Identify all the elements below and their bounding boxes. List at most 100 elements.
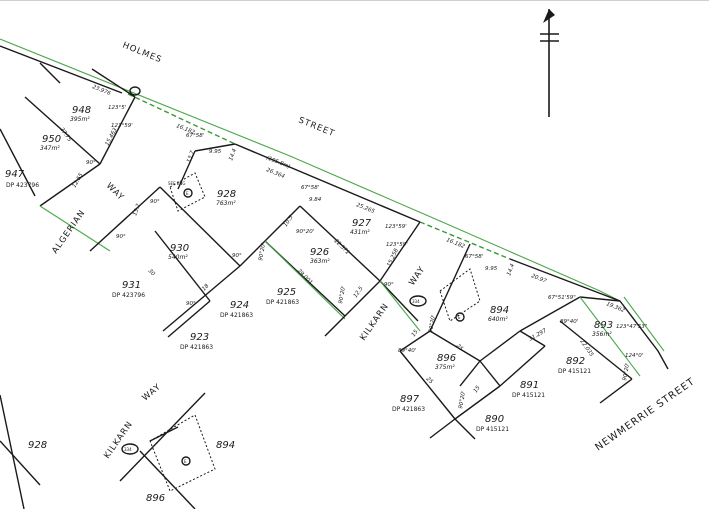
dim-label: 90°	[232, 253, 242, 259]
lot-930: 930	[170, 243, 189, 254]
street-algerian: ALGERIAN	[50, 208, 87, 256]
dim-label: 67°51'59"	[548, 295, 576, 301]
newmerrie-street-boundary	[619, 296, 669, 370]
dim-label: 25	[455, 343, 465, 353]
street-algerian-way: WAY	[104, 181, 126, 203]
svg-text:E: E	[458, 315, 461, 320]
lot-890: 890	[485, 414, 504, 425]
lot-891-dp: DP 415121	[512, 392, 545, 399]
dim-label: 14.4	[228, 148, 238, 162]
north-arrow-icon	[540, 9, 559, 117]
street-kilkarn-way: WAY	[407, 265, 427, 288]
lot-925: 925	[277, 287, 296, 298]
svg-text:334: 334	[124, 447, 132, 452]
dim-label: 10.5	[283, 214, 295, 228]
dim-label: 90°20'	[258, 242, 267, 261]
lot-931-dp: DP 423796	[112, 292, 145, 299]
dim-label: 123°59'	[386, 242, 408, 248]
inset-lot-896: 896	[146, 493, 165, 504]
lot-897: 897	[400, 394, 420, 405]
lot-950-area: 347m²	[40, 145, 60, 152]
dim-label: 14.4	[506, 263, 516, 277]
lot-930-area: 540m²	[168, 254, 188, 261]
dim-label: 30	[147, 268, 157, 278]
dim-label: 89°40'	[398, 348, 416, 354]
lot-894-area: 640m²	[488, 316, 508, 323]
dim-label: 67°58'	[465, 254, 483, 260]
dim-label: 15	[473, 385, 482, 395]
dim-label: 9.95	[209, 149, 222, 155]
dim-label: 22.571	[333, 238, 351, 256]
dim-label: 67°58'	[301, 185, 319, 191]
lot-896: 896	[437, 353, 456, 364]
lot-928: 928	[217, 189, 236, 200]
street-holmes-street: STREET	[297, 116, 336, 140]
inset-plan	[0, 392, 206, 509]
dim-label: 25.265	[355, 202, 376, 215]
dim-label: 90°	[150, 199, 160, 205]
dim-label: 123°5'	[108, 105, 126, 111]
lot-893-area: 356m²	[592, 331, 612, 338]
dim-label: 29.001	[296, 268, 314, 286]
dim-label: 123°59'	[385, 224, 407, 230]
lot-947: 947	[5, 169, 25, 180]
lot-927-area: 431m²	[350, 229, 370, 236]
lot-926-area: 363m²	[310, 258, 330, 265]
lot-890-dp: DP 415121	[476, 426, 509, 433]
dim-label: 90°20'	[428, 314, 437, 333]
lot-896-area: 375m²	[435, 364, 455, 371]
dim-label: 123°47'53"	[616, 324, 647, 330]
lot-894: 894	[490, 305, 509, 316]
dim-label: 90°	[86, 160, 96, 166]
lot-924-dp: DP 421863	[220, 312, 253, 319]
dim-label: 16.182	[445, 237, 466, 250]
lot-924: 924	[230, 300, 249, 311]
dim-label: 12.55	[72, 172, 85, 189]
holmes-street-frontage	[0, 38, 621, 302]
street-holmes: HOLMES	[121, 41, 164, 66]
lot-927: 927	[352, 218, 372, 229]
dim-label: 19.362	[605, 301, 626, 314]
dim-label: 9.84	[309, 197, 322, 203]
dim-label: 15.258	[386, 247, 400, 267]
dim-label: 13.7	[186, 150, 196, 164]
lot-948-area: 395m²	[70, 116, 90, 123]
dim-label: 90°20'	[296, 229, 314, 235]
dim-label: 23.976	[91, 84, 112, 97]
street-newmerrie: NEWMERRIE STREET	[593, 376, 697, 453]
dim-label: 18	[201, 283, 211, 293]
survey-marker-icon: 334 334 E E E SEE ENG	[121, 86, 465, 466]
street-kilkarn: KILKARN	[358, 301, 391, 342]
dim-label: 15	[411, 329, 420, 339]
lot-926: 926	[310, 247, 329, 258]
lot-925-dp: DP 421863	[266, 299, 299, 306]
dim-label: 90°	[384, 282, 394, 288]
svg-text:SEE ENG: SEE ENG	[168, 181, 185, 186]
lot-892-dp: DP 415121	[558, 368, 591, 375]
svg-text:E: E	[184, 459, 187, 464]
dim-label: 124°0'	[625, 353, 643, 359]
lot-928-area: 763m²	[216, 200, 236, 207]
inset-lot-894: 894	[216, 440, 235, 451]
easement-markers	[149, 172, 481, 492]
inset-lot-928: 928	[28, 440, 47, 451]
dim-label: 9.95	[485, 266, 498, 272]
dim-label: 90°	[116, 234, 126, 240]
lot-923-dp: DP 421863	[180, 344, 213, 351]
dim-label: 31.297	[528, 328, 548, 343]
street-way-inset: WAY	[141, 382, 164, 403]
dim-label: 90°20'	[458, 390, 467, 409]
dim-label: 26.364	[265, 167, 286, 180]
lot-931: 931	[122, 280, 141, 291]
lot-891: 891	[520, 380, 539, 391]
lot-892: 892	[566, 356, 585, 367]
dim-label: 90°	[186, 301, 196, 307]
lot-boundaries	[0, 62, 641, 440]
dim-label: 90°20'	[338, 285, 347, 304]
dim-label: 15.463	[104, 127, 119, 147]
lot-897-dp: DP 421863	[392, 406, 425, 413]
dim-label: 123°59'	[111, 123, 133, 129]
lot-950: 950	[42, 134, 61, 145]
